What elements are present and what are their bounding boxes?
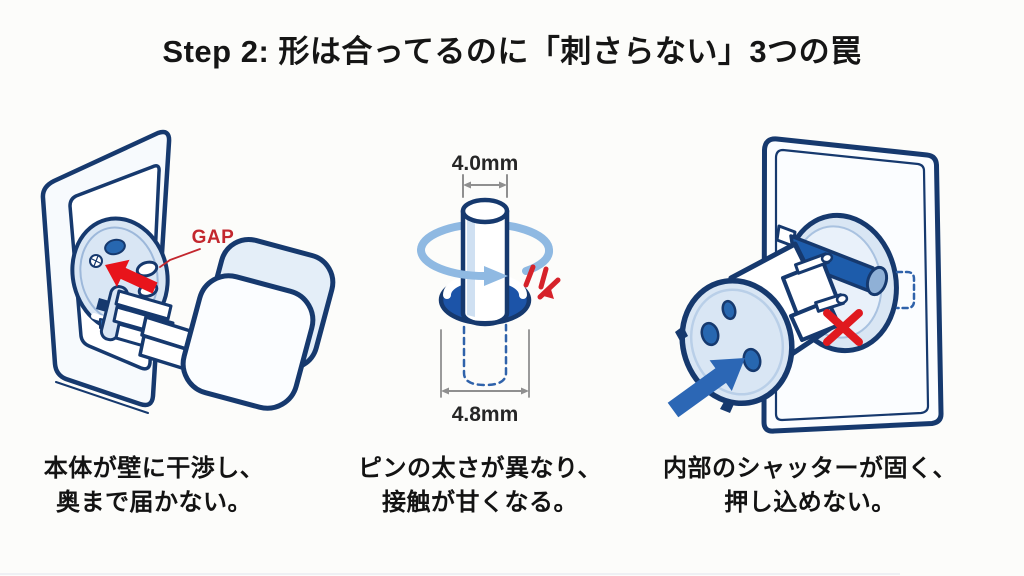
push-arrow-icon [105, 259, 158, 294]
pin-cylinder [460, 197, 510, 327]
caption-line: 本体が壁に干渉し、 [43, 455, 265, 482]
dimension-top [462, 174, 508, 198]
caption-line: ピンの太さが異なり、 [357, 455, 603, 482]
push-arrow-icon [667, 358, 745, 418]
x-mark-icon [823, 309, 863, 346]
dim-top-label: 4.0mm [452, 152, 519, 175]
pin-diameter-illustration: 4.0mm 4.8mm [417, 152, 561, 426]
caption-pin-diameter: ピンの太さが異なり、 接触が甘くなる。 [330, 452, 630, 520]
caption-line: 奥まで届かない。 [56, 489, 252, 516]
dimension-bottom [440, 329, 530, 398]
wall-interference-illustration: GAP [40, 129, 336, 414]
caption-wall-interference: 本体が壁に干渉し、 奥まで届かない。 [4, 452, 304, 520]
gap-leader-line [159, 248, 201, 268]
hidden-detail-dashed [895, 270, 916, 310]
adapter-cube-body [180, 237, 336, 411]
caption-shutter-blocked: 内部のシャッターが固く、 押し込めない。 [650, 452, 970, 520]
slide-title: Step 2: 形は合ってるのに「刺さらない」3つの罠 [162, 34, 862, 69]
bottom-rule [0, 573, 900, 575]
socket-hole [104, 238, 126, 256]
plug-pins [794, 252, 849, 313]
shutter-blocked-illustration [667, 136, 944, 434]
rattle-marks-icon [523, 264, 561, 300]
gap-label: GAP [192, 227, 235, 248]
caption-line: 内部のシャッターが固く、 [663, 455, 957, 482]
pin-hidden-dashed [462, 323, 508, 387]
caption-line: 押し込めない。 [724, 489, 896, 516]
caption-line: 接触が甘くなる。 [382, 489, 578, 516]
dim-bottom-label: 4.8mm [452, 403, 519, 426]
hole-front-rim [439, 298, 531, 325]
